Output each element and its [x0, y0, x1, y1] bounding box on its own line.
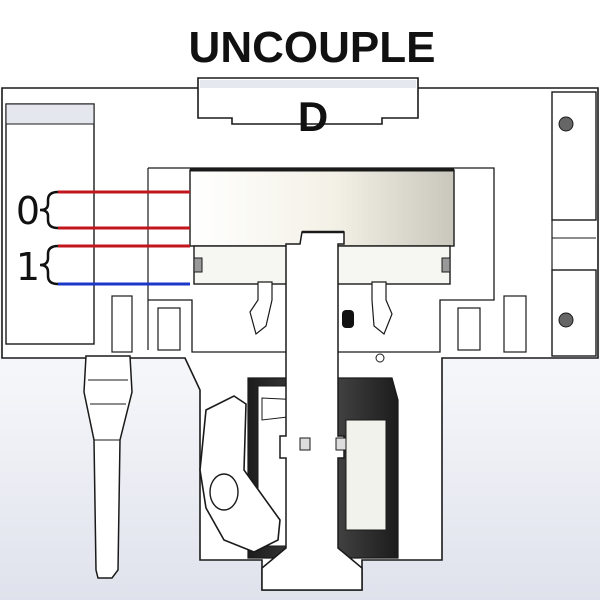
plate-pin-right	[441, 257, 451, 273]
stem-collar-left	[299, 437, 311, 451]
boss-shade	[200, 80, 416, 88]
external-pin	[83, 355, 133, 579]
lever-arm	[199, 395, 281, 553]
post-left	[157, 307, 181, 351]
bolt-lower	[558, 312, 574, 328]
right-block-lower	[551, 269, 597, 357]
post-right	[457, 307, 481, 351]
right-block-upper	[551, 91, 597, 221]
center-stem	[261, 231, 363, 591]
bolt-upper	[558, 116, 574, 132]
port-label-d: D	[298, 93, 328, 140]
left-block-top	[5, 103, 95, 125]
port-boss	[197, 88, 419, 125]
post-right-outer	[503, 295, 527, 353]
state-label-1: 1	[16, 245, 40, 289]
diagram-title: UNCOUPLE	[189, 23, 436, 72]
latch-left	[249, 281, 273, 336]
plate-pin-left	[193, 257, 203, 273]
vent-hole	[375, 353, 385, 363]
stem-collar-right	[335, 437, 347, 451]
inner-chamber	[148, 167, 495, 353]
seal-right	[342, 310, 354, 328]
cavity-wall-right	[345, 419, 387, 531]
latch-right	[371, 281, 393, 335]
lever-pivot	[209, 473, 239, 511]
post-left-outer	[111, 295, 133, 353]
signal-lines	[58, 190, 190, 286]
state-label-0: 0	[16, 189, 40, 233]
bracket-1	[39, 244, 59, 286]
bracket-0	[39, 190, 59, 230]
